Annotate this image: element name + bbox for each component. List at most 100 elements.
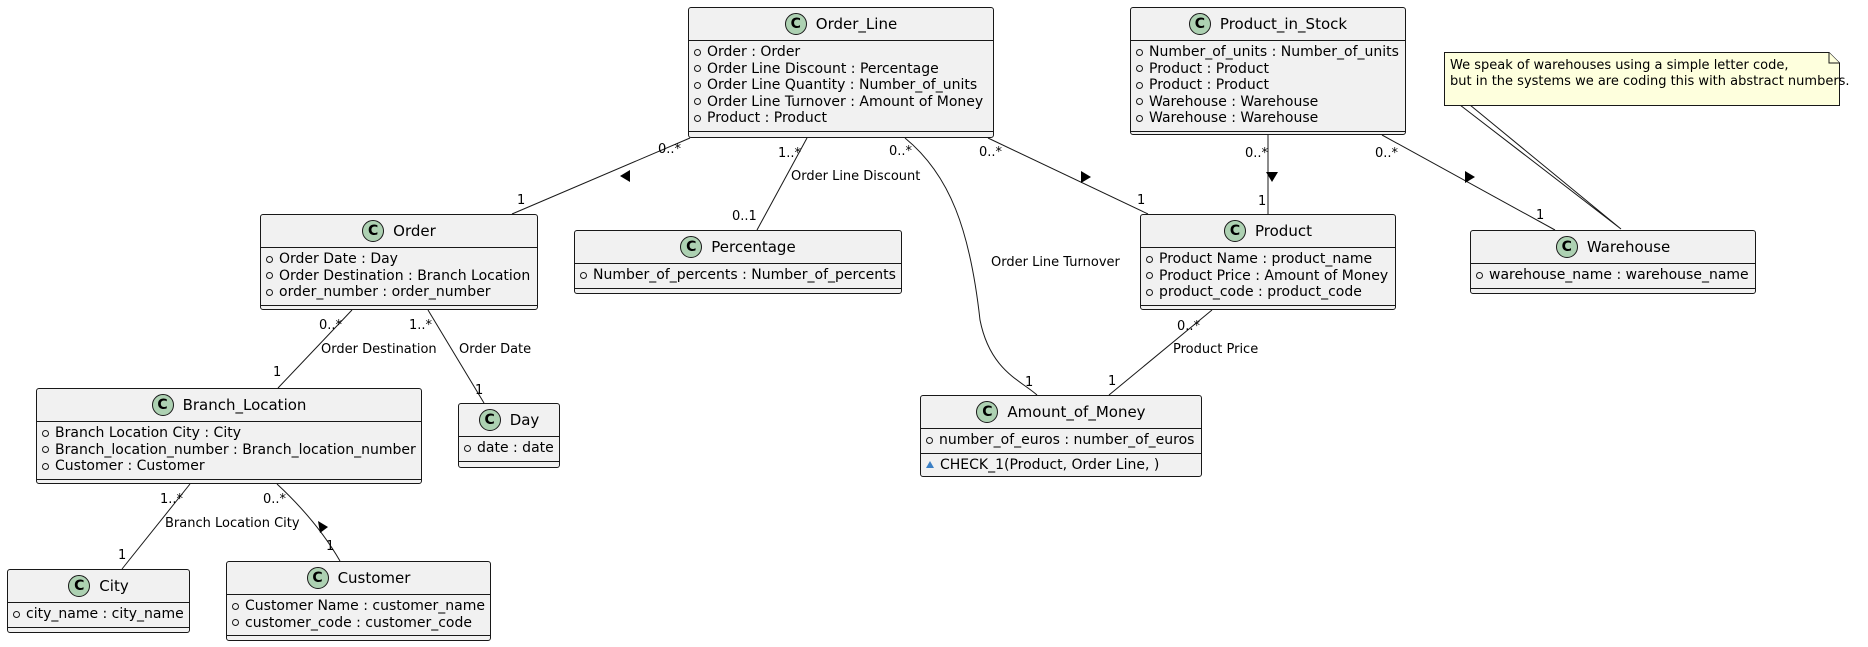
class-order[interactable]: C Order Order Date : Day Order Destinati… — [260, 214, 538, 310]
note-connector — [1459, 104, 1622, 230]
attribute: Branch Location City : City — [42, 425, 421, 442]
relation-label: Branch Location City — [165, 516, 300, 531]
relation-product_in_stock-product: 0..* 1 — [1245, 135, 1278, 214]
attribute: product_code : product_code — [1146, 284, 1395, 301]
class-header: C Branch_Location — [37, 389, 421, 422]
public-visibility-icon — [42, 462, 49, 470]
public-visibility-icon — [1146, 255, 1153, 263]
class-warehouse[interactable]: C Warehouse warehouse_name : warehouse_n… — [1470, 230, 1756, 294]
class-header: C City — [8, 570, 189, 603]
attribute: number_of_euros : number_of_euros — [926, 432, 1201, 449]
public-visibility-icon — [1146, 272, 1153, 280]
relation-product_in_stock-warehouse: 0..* 1 — [1375, 134, 1556, 231]
class-day[interactable]: C Day date : date — [458, 403, 560, 468]
attributes-compartment: date : date — [459, 437, 559, 462]
class-customer[interactable]: C Customer Customer Name : customer_name… — [226, 561, 491, 641]
class-stereotype-icon: C — [1188, 13, 1211, 35]
methods-compartment — [1131, 132, 1405, 140]
note: We speak of warehouses using a simple le… — [1444, 52, 1850, 106]
public-visibility-icon — [694, 114, 701, 122]
class-product_in_stock[interactable]: C Product_in_Stock Number_of_units : Num… — [1130, 7, 1406, 135]
public-visibility-icon — [580, 271, 587, 279]
relation-branch_location-customer: 0..* 1 — [263, 483, 341, 562]
class-name: Order — [393, 222, 436, 240]
relation-product-amount: 0..* Product Price 1 — [1108, 309, 1258, 396]
class-stereotype-icon: C — [362, 220, 385, 242]
attributes-compartment: Number_of_percents : Number_of_percents — [575, 264, 901, 289]
class-stereotype-icon: C — [680, 236, 703, 258]
class-header: C Percentage — [575, 231, 901, 264]
attributes-compartment: Order Date : Day Order Destination : Bra… — [261, 248, 537, 306]
public-visibility-icon — [1146, 288, 1153, 296]
note-shape — [1444, 52, 1840, 106]
class-header: C Product_in_Stock — [1131, 8, 1405, 41]
mult-from: 0..* — [319, 318, 343, 333]
mult-to: 1 — [118, 548, 126, 563]
public-visibility-icon — [42, 446, 49, 454]
class-order_line[interactable]: C Order_Line Order : Order Order Line Di… — [688, 7, 994, 138]
class-percentage[interactable]: C Percentage Number_of_percents : Number… — [574, 230, 902, 294]
methods-compartment — [227, 636, 490, 644]
class-name: Percentage — [711, 238, 796, 256]
relation-order-day: 1..* Order Date 1 — [409, 309, 531, 404]
class-branch_location[interactable]: C Branch_Location Branch Location City :… — [36, 388, 422, 484]
mult-to: 1 — [1025, 375, 1033, 390]
public-visibility-icon — [1476, 271, 1483, 279]
attribute: Warehouse : Warehouse — [1136, 94, 1405, 111]
public-visibility-icon — [1136, 65, 1143, 73]
mult-from: 0..* — [1245, 146, 1269, 161]
direction-arrow-right — [318, 521, 328, 533]
attribute: Order Line Quantity : Number_of_units — [694, 77, 993, 94]
class-header: C Product — [1141, 215, 1395, 248]
mult-to: 1 — [1108, 374, 1116, 389]
public-visibility-icon — [232, 602, 239, 610]
class-stereotype-icon: C — [784, 13, 807, 35]
mult-to: 1 — [1137, 193, 1145, 208]
direction-arrow-left — [620, 170, 630, 182]
public-visibility-icon — [1136, 98, 1143, 106]
public-visibility-icon — [1136, 81, 1143, 89]
class-product[interactable]: C Product Product Name : product_name Pr… — [1140, 214, 1396, 310]
attribute: Order : Order — [694, 44, 993, 61]
mult-from: 0..* — [979, 145, 1003, 160]
attribute: customer_code : customer_code — [232, 615, 490, 632]
public-visibility-icon — [694, 48, 701, 56]
relation-label: Product Price — [1173, 342, 1258, 357]
class-city[interactable]: C City city_name : city_name — [7, 569, 190, 633]
attributes-compartment: Customer Name : customer_name customer_c… — [227, 595, 490, 636]
attribute: Customer : Customer — [42, 458, 421, 475]
class-stereotype-icon: C — [1555, 236, 1578, 258]
class-name: Product_in_Stock — [1219, 15, 1348, 33]
methods-compartment — [8, 628, 189, 636]
class-name: Product — [1255, 222, 1312, 240]
mult-to: 1 — [475, 383, 483, 398]
public-visibility-icon — [1136, 48, 1143, 56]
mult-to: 1 — [273, 365, 281, 380]
class-header: C Amount_of_Money — [921, 396, 1201, 429]
class-amount_of_money[interactable]: C Amount_of_Money number_of_euros : numb… — [920, 395, 1202, 477]
direction-arrow-right — [1081, 171, 1091, 183]
attribute: Number_of_percents : Number_of_percents — [580, 267, 901, 284]
mult-to: 1 — [1258, 194, 1266, 209]
class-header: C Customer — [227, 562, 490, 595]
attributes-compartment: Branch Location City : City Branch_locat… — [37, 422, 421, 480]
mult-from: 0..* — [263, 492, 287, 507]
mult-from: 1..* — [409, 318, 433, 333]
relation-order_line-order: 0..* 1 — [511, 137, 691, 215]
attribute: warehouse_name : warehouse_name — [1476, 267, 1755, 284]
mult-from: 1..* — [778, 146, 802, 161]
package-visibility-icon — [926, 461, 934, 469]
public-visibility-icon — [266, 288, 273, 296]
attribute: Number_of_units : Number_of_units — [1136, 44, 1405, 61]
mult-from: 0..* — [1375, 146, 1399, 161]
class-stereotype-icon: C — [478, 409, 501, 431]
methods-compartment — [1141, 306, 1395, 314]
direction-arrow-down — [1266, 172, 1278, 182]
methods-compartment — [37, 480, 421, 488]
class-name: Warehouse — [1586, 238, 1671, 256]
mult-to: 1 — [517, 193, 525, 208]
mult-from: 1..* — [160, 492, 184, 507]
attributes-compartment: city_name : city_name — [8, 603, 189, 628]
class-name: Amount_of_Money — [1007, 403, 1146, 421]
class-header: C Order — [261, 215, 537, 248]
